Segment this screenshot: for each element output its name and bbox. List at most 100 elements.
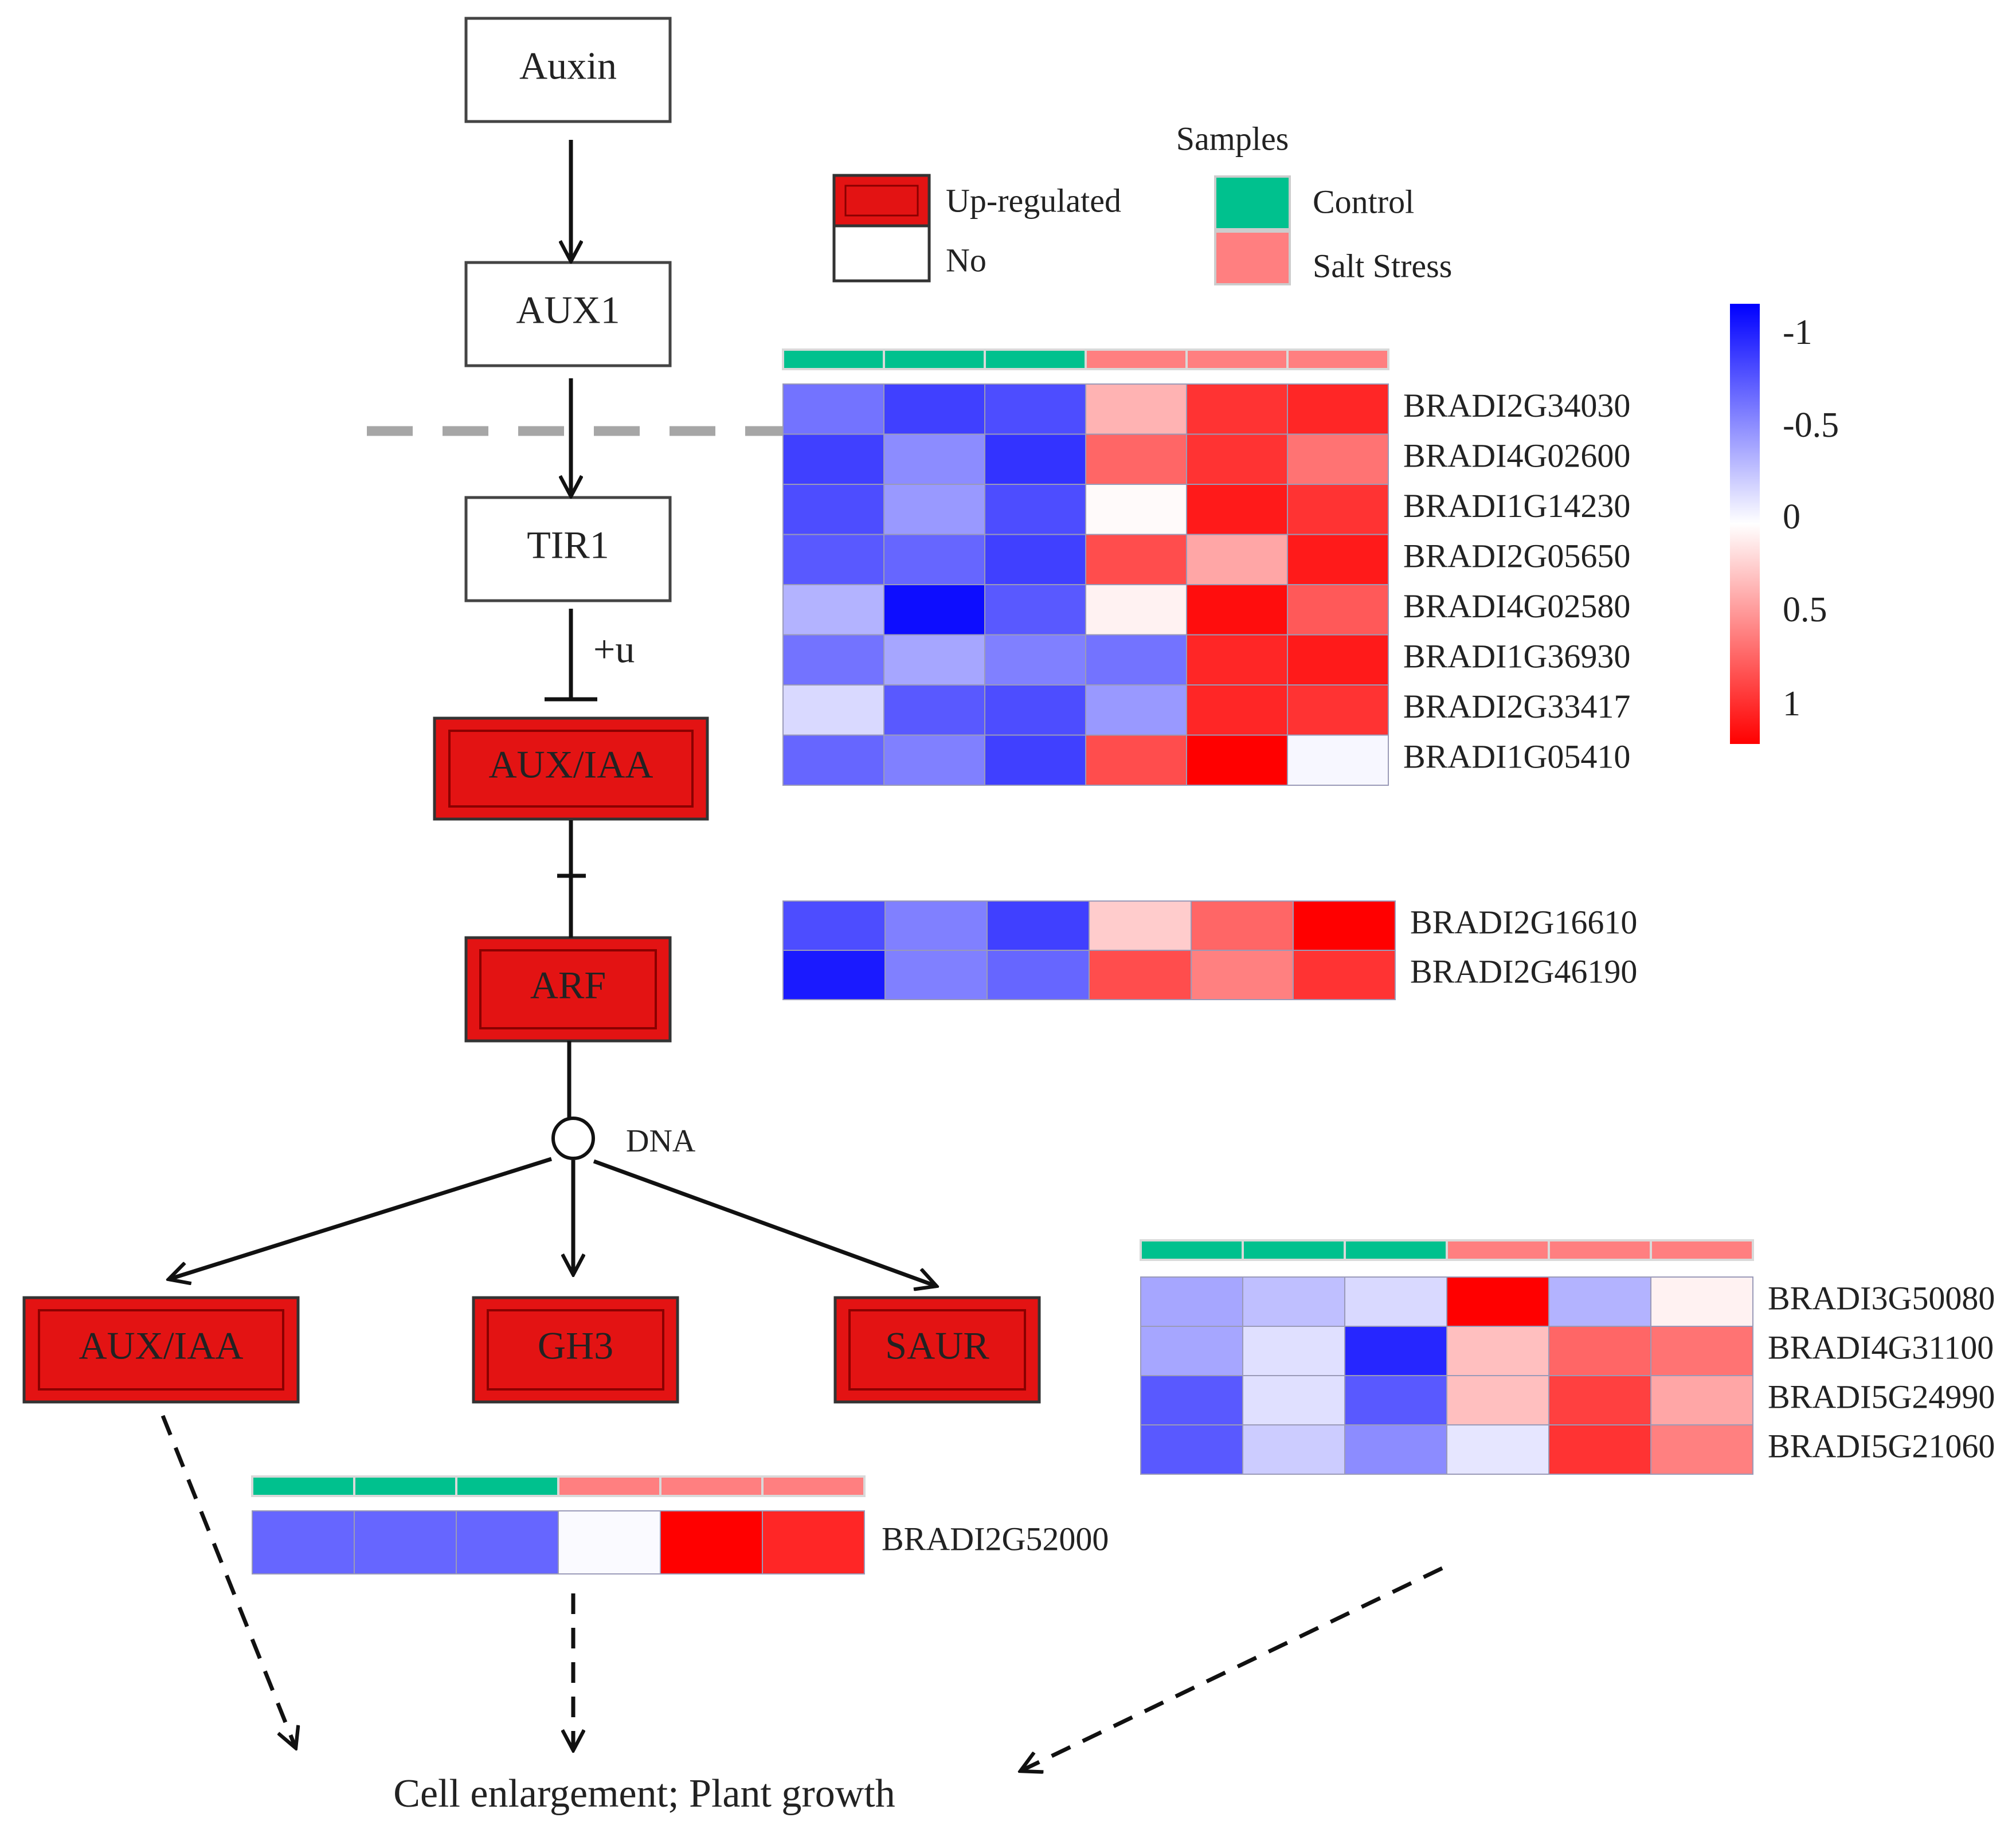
- heatmap-cell: [987, 950, 1090, 1000]
- node-auxin-label: Auxin: [519, 44, 617, 88]
- heatmap-cell: [984, 684, 1086, 736]
- heatmap-cell: [1548, 1326, 1651, 1376]
- samples-legend-title: Samples: [1176, 120, 1289, 157]
- legend-swatch-control: [1214, 175, 1291, 230]
- heatmap-cell: [1186, 433, 1288, 485]
- heatmap-cell: [1344, 1424, 1447, 1475]
- heatmap-cell: [987, 900, 1090, 951]
- heatmap-cell: [1140, 1375, 1243, 1425]
- heatmap-cell: [354, 1510, 457, 1574]
- heatmap-cell: [1089, 950, 1192, 1000]
- color-scale-tick: -0.5: [1783, 406, 1839, 445]
- heatmap-cell: [1446, 1276, 1549, 1327]
- heatmap-cell: [1085, 484, 1187, 535]
- sample-strip-cell: [782, 348, 885, 370]
- ubiquitin-label: +u: [593, 628, 635, 671]
- node-aux-iaa-bottom-label: AUX/IAA: [79, 1324, 243, 1368]
- heatmap-cell: [1287, 383, 1389, 435]
- heatmap-cell: [984, 584, 1086, 636]
- sample-strip-cell: [1085, 348, 1188, 370]
- heatmap-cell: [1186, 684, 1288, 736]
- node-state-legend: Up-regulated No: [832, 174, 1121, 283]
- node-saur: SAUR: [833, 1296, 1041, 1404]
- heatmap-cell: [1650, 1424, 1753, 1475]
- heatmap-cell: [883, 484, 985, 535]
- heatmap-cell: [1344, 1375, 1447, 1425]
- heatmap-cell: [782, 534, 884, 585]
- node-tir1-label: TIR1: [527, 523, 609, 567]
- gene-label: BRADI1G14230: [1403, 487, 1630, 524]
- heatmap-cell: [782, 684, 884, 736]
- legend-swatch-no: [832, 224, 931, 283]
- sample-strip-cell: [455, 1475, 559, 1497]
- gene-label: BRADI2G16610: [1410, 903, 1637, 941]
- heatmap-cell: [884, 900, 988, 951]
- color-scale-tick: 0.5: [1783, 590, 1827, 629]
- legend-swatch-salt-stress: [1214, 230, 1291, 285]
- gene-label: BRADI2G34030: [1403, 387, 1630, 424]
- sample-strip-cell: [557, 1475, 661, 1497]
- color-scale: -1 -0.5 0 0.5 1: [1730, 304, 1839, 744]
- gene-label: BRADI4G02600: [1403, 437, 1630, 475]
- heatmap-cell: [782, 484, 884, 535]
- node-gh3-label: GH3: [538, 1324, 613, 1368]
- gene-label: BRADI5G21060: [1768, 1427, 1995, 1464]
- heatmap-cell: [1293, 900, 1396, 951]
- samples-legend: Samples Control Salt Stress: [1176, 120, 1452, 285]
- color-scale-bar: [1730, 304, 1760, 744]
- heatmap-cell: [1085, 734, 1187, 786]
- heatmap-cell: [782, 950, 886, 1000]
- color-scale-tick: -1: [1783, 313, 1813, 352]
- heatmap-cell: [883, 734, 985, 786]
- arrow-dna-to-aux-iaa: [169, 1157, 553, 1279]
- dna-label: DNA: [626, 1123, 696, 1159]
- heatmap-cell: [1242, 1424, 1345, 1475]
- heatmap-cell: [456, 1510, 559, 1574]
- heatmap-gh3: BRADI2G52000: [251, 1475, 1109, 1574]
- heatmap-cell: [1650, 1375, 1753, 1425]
- sample-strip-cell: [1140, 1239, 1244, 1261]
- heatmap-cell: [1446, 1375, 1549, 1425]
- heatmap-cell: [1085, 584, 1187, 636]
- gene-label: BRADI4G31100: [1768, 1329, 1994, 1366]
- heatmap-cell: [883, 534, 985, 585]
- heatmap-cell: [883, 634, 985, 686]
- heatmap-cell: [1287, 484, 1389, 535]
- heatmap-cell: [782, 383, 884, 435]
- heatmap-cell: [762, 1510, 865, 1574]
- heatmap-cell: [1085, 534, 1187, 585]
- heatmap-cell: [984, 534, 1086, 585]
- sample-strip-cell: [659, 1475, 764, 1497]
- dashed-arrow-saur-to-outcome: [1020, 1566, 1443, 1771]
- heatmap-cell: [1085, 433, 1187, 485]
- node-gh3: GH3: [472, 1296, 679, 1404]
- heatmap-cell: [984, 383, 1086, 435]
- sample-strip-cell: [353, 1475, 457, 1497]
- heatmap-cell: [1242, 1276, 1345, 1327]
- node-aux1: AUX1: [464, 261, 672, 367]
- heatmap-cell: [1089, 900, 1192, 951]
- node-aux-iaa-bottom: AUX/IAA: [22, 1296, 300, 1404]
- heatmap-cell: [782, 584, 884, 636]
- heatmap-cell: [1650, 1276, 1753, 1327]
- node-arf-label: ARF: [530, 963, 606, 1007]
- dna-node: [551, 1117, 595, 1160]
- heatmap-cell: [1293, 950, 1396, 1000]
- node-aux-iaa-top-label: AUX/IAA: [488, 743, 653, 786]
- legend-label-up-regulated: Up-regulated: [946, 182, 1121, 219]
- heatmap-cell: [1548, 1276, 1651, 1327]
- gene-label: BRADI4G02580: [1403, 588, 1630, 625]
- sample-strip-cell: [883, 348, 986, 370]
- heatmap-cell: [1344, 1326, 1447, 1376]
- gene-label: BRADI2G52000: [882, 1520, 1109, 1557]
- heatmap-cell: [1242, 1375, 1345, 1425]
- heatmap-saur: BRADI3G50080BRADI4G31100BRADI5G24990BRAD…: [1140, 1239, 1995, 1475]
- legend-swatch-up-regulated-inner: [844, 185, 919, 217]
- heatmap-aux-iaa: BRADI2G34030BRADI4G02600BRADI1G14230BRAD…: [782, 348, 1630, 786]
- heatmap-cell: [1191, 900, 1294, 951]
- heatmap-cell: [1548, 1375, 1651, 1425]
- sample-strip-cell: [1650, 1239, 1754, 1261]
- sample-strip-cell: [251, 1475, 355, 1497]
- legend-label-no: No: [946, 241, 987, 279]
